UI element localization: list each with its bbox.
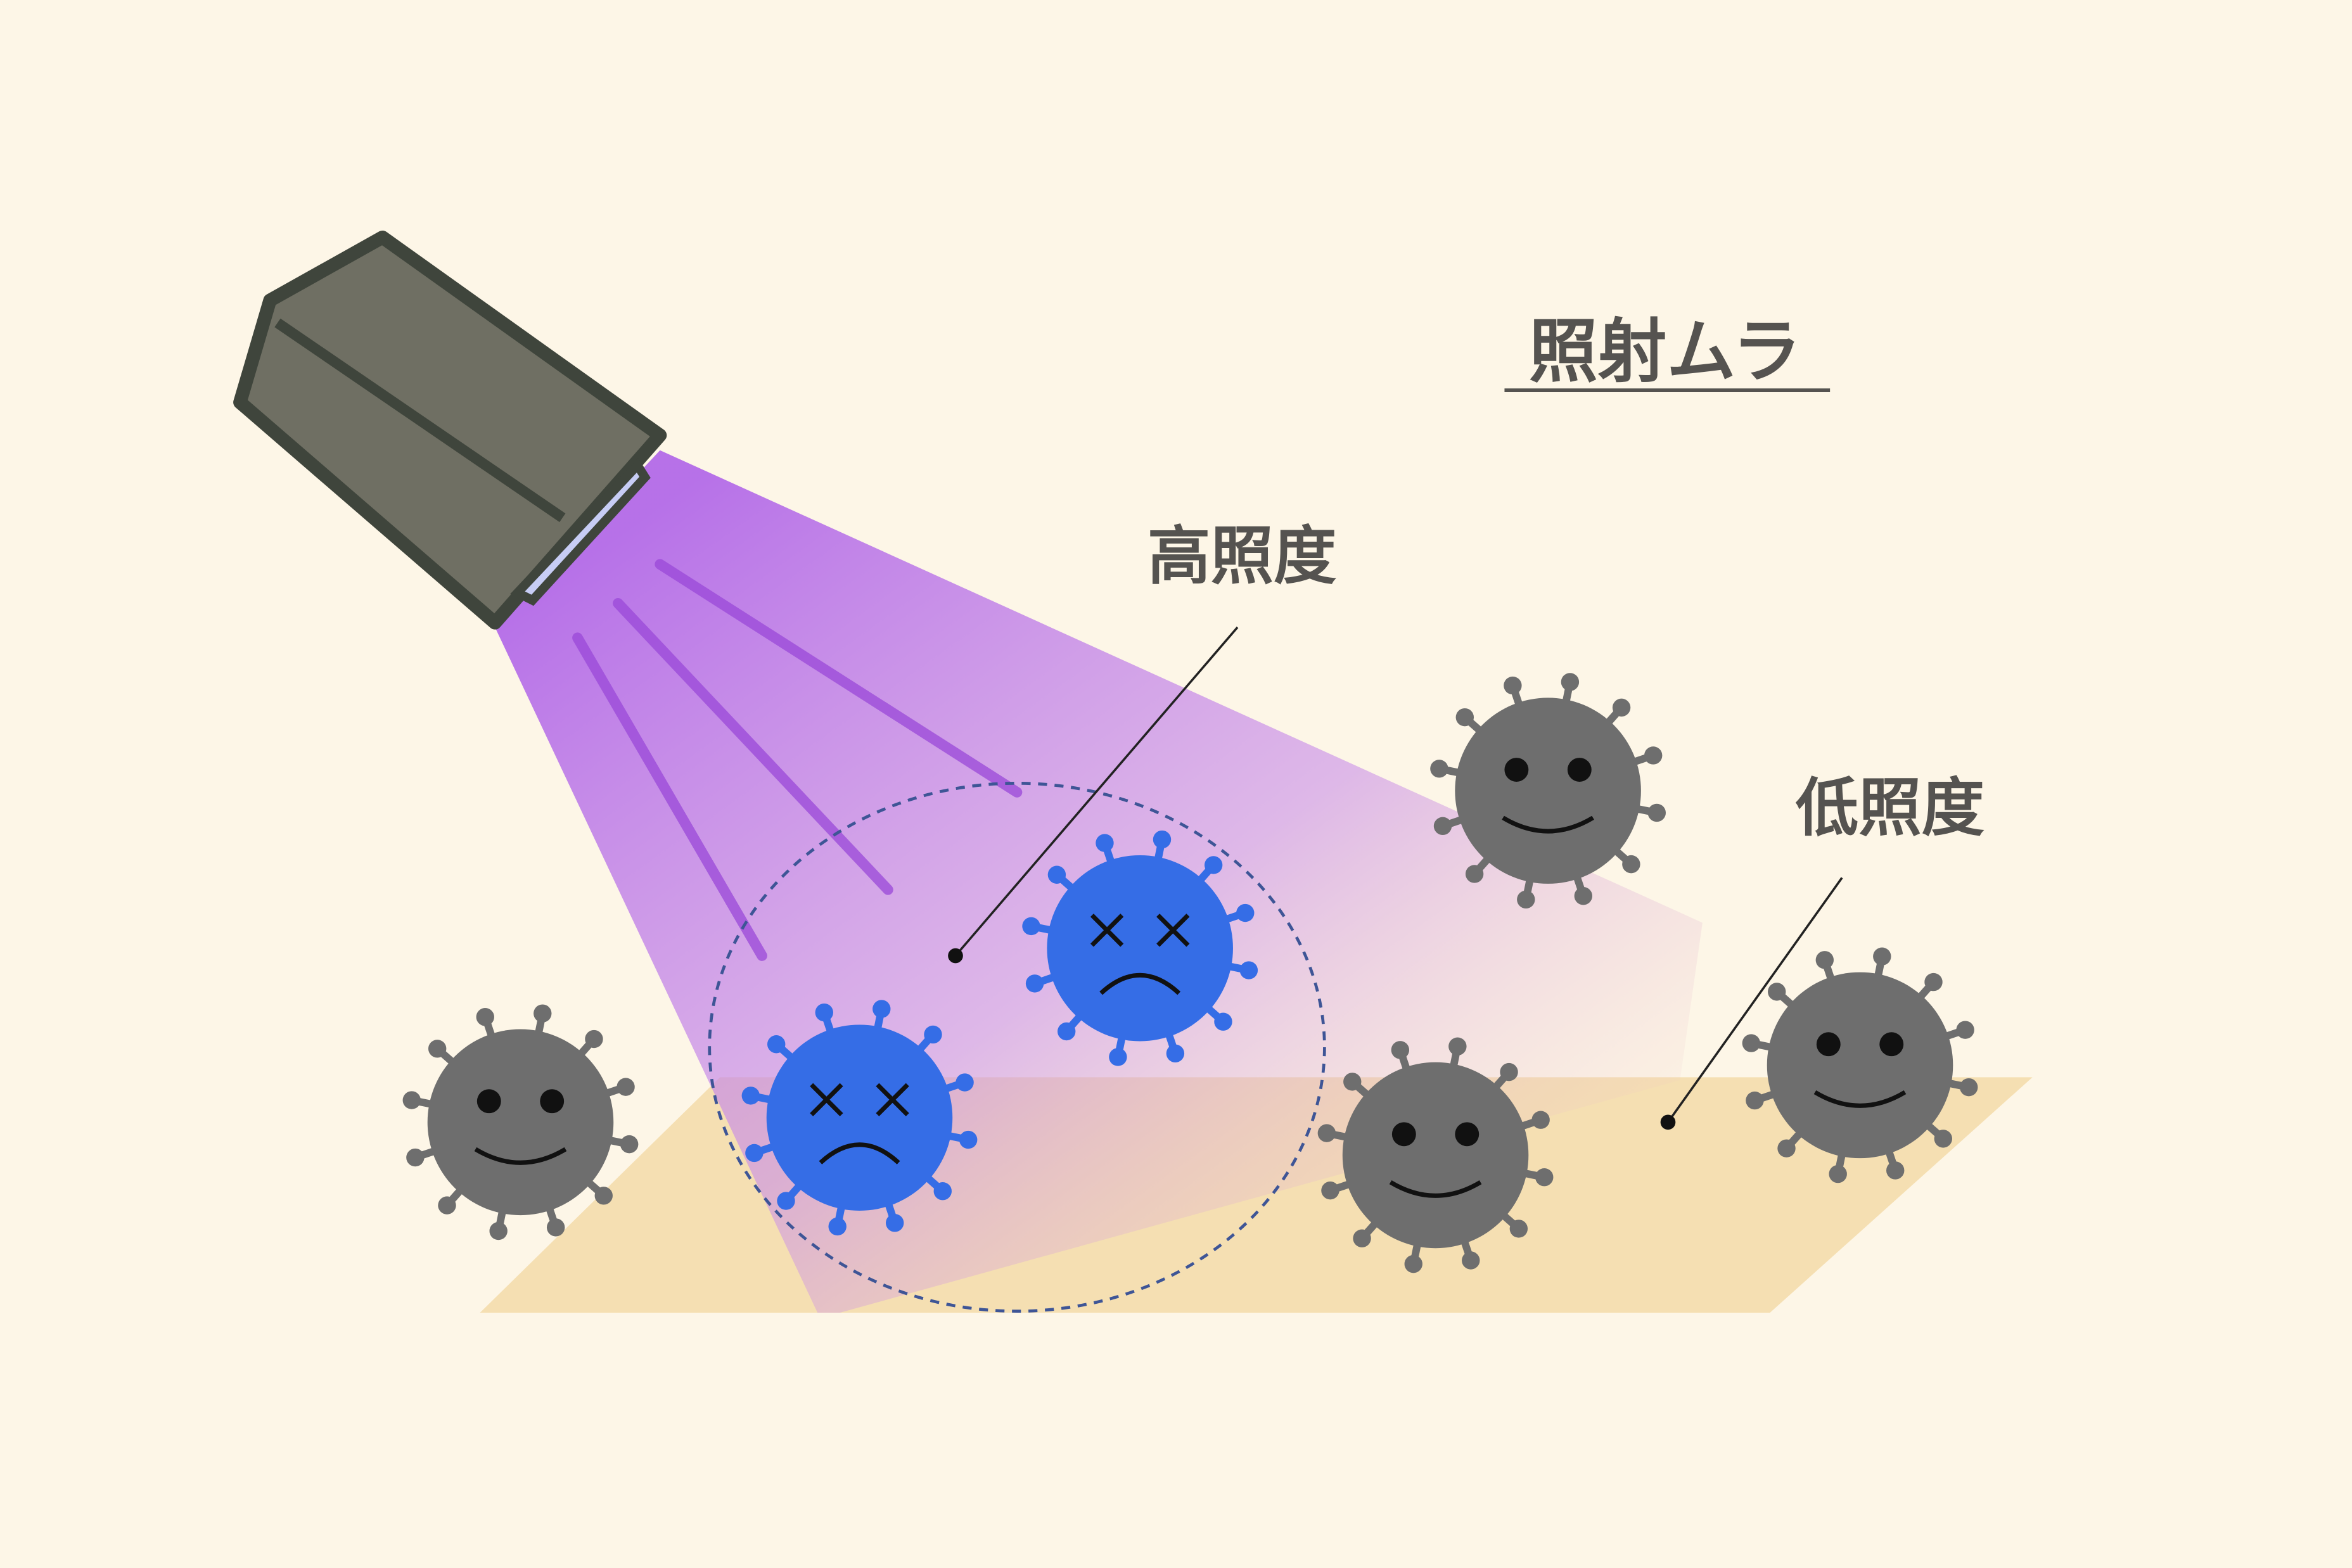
title-group: 照射ムラ	[1504, 311, 1831, 393]
x-eye-icon	[1156, 914, 1190, 947]
high-leader-line	[954, 626, 1239, 957]
low-leader-dot	[1660, 1114, 1676, 1130]
uv-lamp	[233, 230, 667, 630]
high-leader-dot	[948, 948, 963, 964]
virus-inactivated	[1022, 830, 1258, 1066]
low-leader-line	[1667, 877, 1843, 1123]
lamp-lens	[510, 457, 651, 606]
light-rays	[572, 559, 1023, 961]
x-eye-icon	[810, 1083, 843, 1117]
high-irradiance-zone	[708, 781, 1326, 1313]
virus-inactivated	[741, 1000, 978, 1236]
x-eye-icon	[1090, 914, 1124, 947]
low-irradiance-label: 低照度	[1796, 772, 1985, 845]
x-eye-icon	[876, 1083, 909, 1117]
high-irradiance-label: 高照度	[1147, 520, 1337, 593]
diagram-title: 照射ムラ	[1529, 311, 1801, 392]
virus-active	[1430, 673, 1666, 909]
virus-active	[1742, 947, 1978, 1183]
virus-active	[402, 1004, 639, 1240]
virus-active	[1317, 1037, 1554, 1273]
